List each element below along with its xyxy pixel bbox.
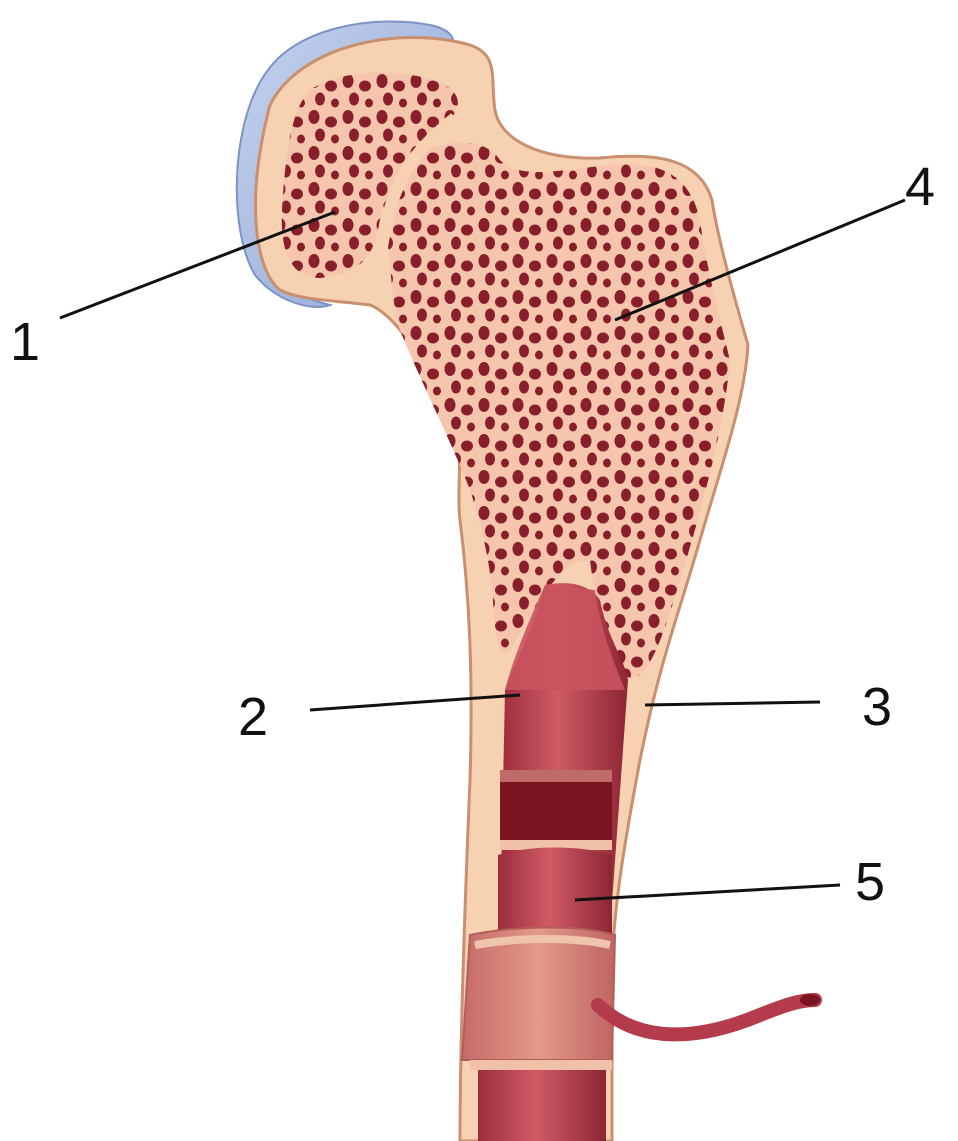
label-2: 2 <box>238 687 268 747</box>
yellow-marrow-segment <box>498 848 612 936</box>
lower-shaft-marrow <box>478 1068 606 1141</box>
blood-vessel <box>598 1000 815 1034</box>
label-4: 4 <box>905 157 935 217</box>
label-1: 1 <box>10 312 40 372</box>
label-5: 5 <box>855 852 885 912</box>
leader-line-3 <box>645 702 820 705</box>
cut-marrow-section <box>500 780 612 840</box>
label-3: 3 <box>862 677 892 737</box>
